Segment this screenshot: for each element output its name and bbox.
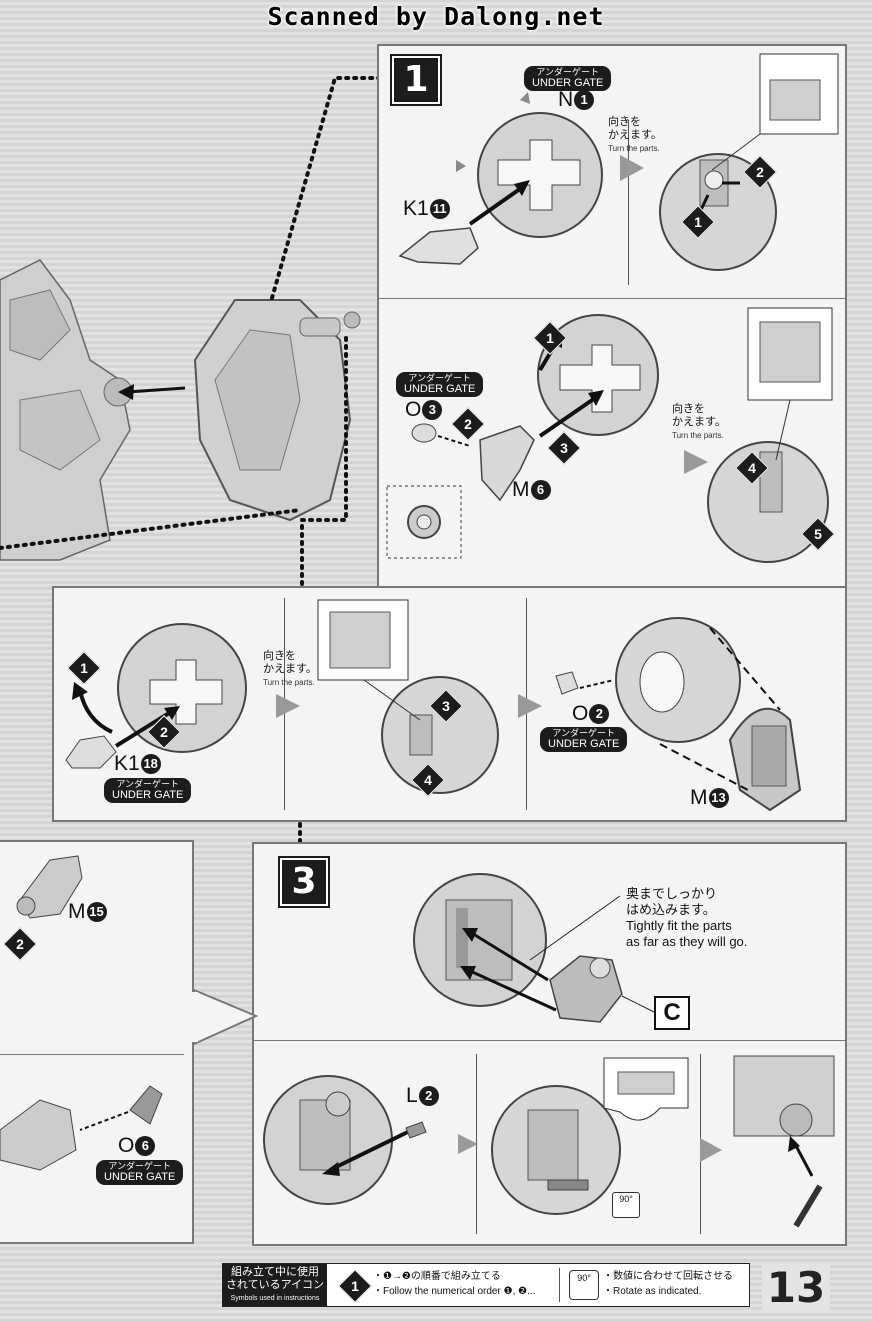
part-letter: O <box>405 398 422 421</box>
legend-jp-line1: 組み立て中に使用 <box>231 1266 319 1278</box>
step-1a-turn-note: 向きを かえます。 Turn the parts. <box>608 116 662 155</box>
part-number: 1 <box>574 90 595 110</box>
rotate-badge: 90° <box>612 1192 640 1218</box>
step-2-under-gate-tag-a: アンダーゲート UNDER GATE <box>104 778 192 803</box>
turn-jp-line1: 向きを <box>263 650 296 662</box>
turn-en: Turn the parts. <box>263 678 315 687</box>
rotate-en: ・Rotate as indicated. <box>603 1286 702 1297</box>
part-number: 2 <box>418 1086 439 1106</box>
step-3-badge: 3 <box>280 858 328 906</box>
under-gate-en: UNDER GATE <box>104 1171 176 1183</box>
part-letter: L <box>406 1084 418 1107</box>
part-number: 6 <box>530 480 551 500</box>
left-partial-under-gate-tag: アンダーゲート UNDER GATE <box>96 1160 184 1185</box>
fit-note: 奥までしっかり はめ込みます。 Tightly fit the parts as… <box>626 886 747 950</box>
turn-en: Turn the parts. <box>608 144 660 153</box>
part-number: 3 <box>422 400 443 420</box>
fit-note-en-line2: as far as they will go. <box>626 934 748 949</box>
under-gate-jp: アンダーゲート <box>108 1161 171 1171</box>
turn-jp-line1: 向きを <box>608 116 641 128</box>
part-c-label: C <box>654 996 690 1030</box>
part-letter: O <box>118 1134 135 1157</box>
legend-en: Symbols used in instructions <box>230 1295 320 1302</box>
turn-jp-line2: かえます。 <box>608 129 662 141</box>
rotate-description: ・数値に合わせて回転させる ・Rotate as indicated. <box>603 1269 733 1299</box>
order-icon: 1 <box>338 1269 372 1303</box>
under-gate-jp: アンダーゲート <box>552 728 615 738</box>
symbols-legend: 組み立て中に使用 されているアイコン Symbols used in instr… <box>222 1263 750 1307</box>
turn-en: Turn the parts. <box>672 431 724 440</box>
part-number: 13 <box>708 788 729 808</box>
left-partial-divider <box>0 1054 184 1055</box>
legend-jp-line2: されているアイコン <box>225 1279 325 1291</box>
step-1-badge: 1 <box>392 56 440 104</box>
order-description: ・❶→❷の順番で組み立てる ・Follow the numerical orde… <box>373 1269 535 1299</box>
under-gate-jp: アンダーゲート <box>408 373 471 383</box>
fit-note-jp-line1: 奥までしっかり <box>626 886 718 901</box>
step-2-turn-note: 向きを かえます。 Turn the parts. <box>263 650 317 689</box>
part-number: 18 <box>140 754 161 774</box>
fit-note-jp-line2: はめ込みます。 <box>626 902 716 917</box>
part-letter: N <box>558 88 574 111</box>
part-letter: M <box>512 478 530 501</box>
under-gate-en: UNDER GATE <box>532 77 604 89</box>
part-number: 2 <box>589 704 610 724</box>
part-letter: M <box>690 786 708 809</box>
step-1-divider <box>378 298 846 299</box>
order-en: ・Follow the numerical order ❶, ❷... <box>373 1286 536 1297</box>
step-1a-divider <box>628 120 629 285</box>
step-1b-under-gate-tag: アンダーゲート UNDER GATE <box>396 372 484 397</box>
step-1a-under-gate-tag: アンダーゲート UNDER GATE <box>524 66 612 91</box>
part-letter: K1 <box>114 752 140 775</box>
part-letter: K1 <box>403 197 429 220</box>
under-gate-jp: アンダーゲート <box>116 779 179 789</box>
rotate-jp: ・数値に合わせて回転させる <box>603 1271 733 1282</box>
step-2-under-gate-tag-b: アンダーゲート UNDER GATE <box>540 727 628 752</box>
symbols-legend-heading: 組み立て中に使用 されているアイコン Symbols used in instr… <box>223 1264 327 1306</box>
part-number: 6 <box>135 1136 156 1156</box>
part-letter: O <box>572 702 589 725</box>
legend-divider <box>559 1268 560 1302</box>
part-number: 11 <box>429 199 450 219</box>
under-gate-en: UNDER GATE <box>548 738 620 750</box>
order-jp: ・❶→❷の順番で組み立てる <box>373 1271 501 1282</box>
scan-watermark: Scanned by Dalong.net <box>267 2 605 31</box>
under-gate-en: UNDER GATE <box>112 789 184 801</box>
under-gate-jp: アンダーゲート <box>536 67 599 77</box>
turn-jp-line1: 向きを <box>672 403 705 415</box>
turn-jp-line2: かえます。 <box>672 416 726 428</box>
page-number: 13 <box>762 1264 830 1312</box>
under-gate-en: UNDER GATE <box>404 383 476 395</box>
rotate-icon: 90° <box>569 1270 599 1300</box>
rotate-icon-value: 90° <box>577 1273 591 1283</box>
step-1b-turn-note: 向きを かえます。 Turn the parts. <box>672 403 726 442</box>
turn-jp-line2: かえます。 <box>263 663 317 675</box>
rotate-value: 90° <box>619 1194 633 1204</box>
step-3-divider <box>253 1040 845 1041</box>
part-number: 15 <box>86 902 107 922</box>
part-letter: M <box>68 900 86 923</box>
fit-note-en-line1: Tightly fit the parts <box>626 918 732 933</box>
